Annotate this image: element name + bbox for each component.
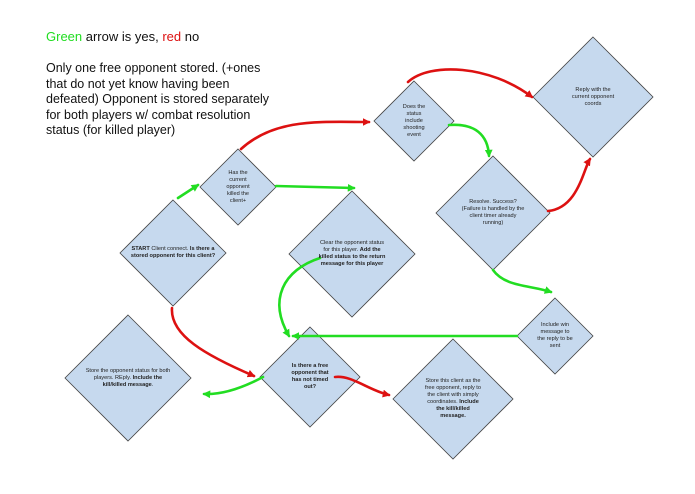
node-shape-killed bbox=[199, 148, 277, 226]
node-label-part: Does the status include shooting event bbox=[402, 103, 426, 138]
node-label-part: Clear the opponent status for this playe… bbox=[319, 240, 385, 253]
arrow-green-1 bbox=[202, 375, 265, 399]
node-label-part: Store this client as the free opponent, … bbox=[425, 378, 481, 405]
node-shape-shooting bbox=[373, 80, 455, 162]
node-label: Include win message to the reply to be s… bbox=[536, 322, 574, 350]
node-label: Is there a free opponent that has not ti… bbox=[288, 363, 332, 391]
arrow-red-2 bbox=[333, 375, 391, 398]
node-label: Has the current opponent killed the clie… bbox=[220, 170, 256, 205]
arrow-green-4 bbox=[278, 256, 322, 338]
node-label: Reply with the current opponent coords bbox=[566, 87, 620, 108]
node-label: Store this client as the free opponent, … bbox=[424, 378, 482, 420]
legend-end-text: no bbox=[181, 29, 200, 44]
node-killed: Has the current opponent killed the clie… bbox=[220, 167, 256, 207]
node-label: Clear the opponent status for this playe… bbox=[317, 240, 387, 268]
node-reply: Reply with the current opponent coords bbox=[566, 77, 620, 117]
arrow-green-8 bbox=[176, 183, 200, 200]
node-label-part: Client connect. bbox=[149, 246, 190, 252]
node-label-part: Resolve. Success? (Failure is handled by… bbox=[461, 199, 525, 226]
node-start: START Client connect. Is there a stored … bbox=[129, 229, 217, 277]
arrow-green-5 bbox=[491, 268, 553, 294]
node-label: Does the status include shooting event bbox=[398, 104, 430, 139]
node-label-part: . bbox=[151, 381, 154, 388]
legend-mid-text: arrow is yes, bbox=[82, 29, 163, 44]
legend-line: Green arrow is yes, red no bbox=[46, 29, 199, 44]
arrow-red-10 bbox=[406, 68, 534, 99]
node-label-part: Add the killed status to the return mess… bbox=[318, 247, 386, 267]
node-label-part: Reply with the current opponent coords bbox=[571, 86, 615, 107]
node-store-free: Store this client as the free opponent, … bbox=[424, 364, 482, 434]
node-shape-start bbox=[119, 199, 227, 307]
legend-red-word: red bbox=[162, 29, 182, 44]
node-label-part: Is there a stored opponent for this clie… bbox=[130, 246, 216, 259]
node-clear: Clear the opponent status for this playe… bbox=[317, 230, 387, 278]
node-label-part: Has the current opponent killed the clie… bbox=[226, 169, 250, 204]
node-store-both: Store the opponent status for both playe… bbox=[85, 358, 171, 398]
node-label: Resolve. Success? (Failure is handled by… bbox=[461, 199, 525, 227]
node-label: Store the opponent status for both playe… bbox=[85, 368, 171, 389]
node-shape-win bbox=[516, 297, 594, 375]
node-shape-store_free bbox=[392, 338, 514, 460]
node-shape-store_both bbox=[64, 314, 192, 442]
node-label-part: Include the kill/killed message bbox=[102, 374, 163, 388]
arrow-green-7 bbox=[274, 183, 356, 192]
node-shape-reply bbox=[532, 36, 654, 158]
arrow-red-0 bbox=[170, 306, 256, 378]
node-free: Is there a free opponent that has not ti… bbox=[288, 353, 332, 401]
node-shooting: Does the status include shooting event bbox=[398, 100, 430, 142]
arrow-red-6 bbox=[546, 157, 592, 213]
node-shape-clear bbox=[288, 190, 416, 318]
node-shape-free bbox=[259, 326, 361, 428]
node-label: START Client connect. Is there a stored … bbox=[129, 246, 217, 260]
node-label-part: Include the kill/killed message. bbox=[436, 399, 479, 419]
node-win: Include win message to the reply to be s… bbox=[536, 318, 574, 354]
node-resolve: Resolve. Success? (Failure is handled by… bbox=[461, 192, 525, 234]
node-label-part: Store the opponent status for both playe… bbox=[85, 367, 171, 381]
storage-note: Only one free opponent stored. (+ones th… bbox=[46, 61, 270, 137]
arrow-green-11 bbox=[447, 123, 493, 158]
node-label-part: START bbox=[131, 246, 150, 252]
legend-green-word: Green bbox=[46, 29, 83, 44]
node-label-part: Include win message to the reply to be s… bbox=[537, 322, 573, 349]
node-label-part: Is there a free opponent that has not ti… bbox=[291, 363, 329, 390]
arrow-red-9 bbox=[239, 118, 371, 151]
